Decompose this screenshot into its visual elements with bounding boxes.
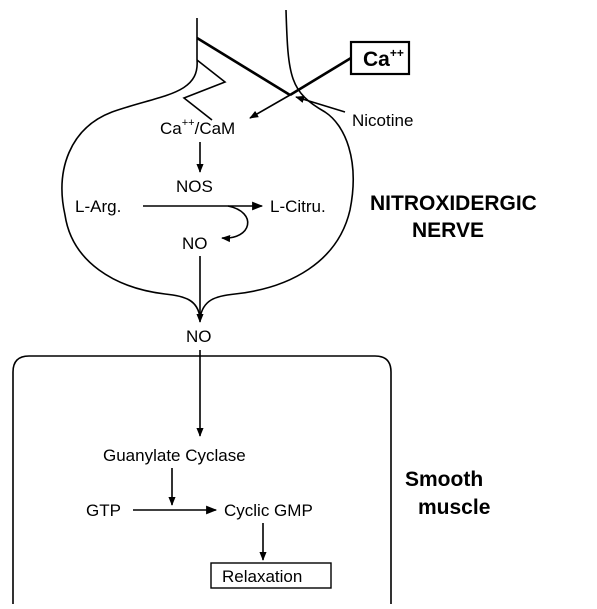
no-inside-label: NO	[182, 234, 208, 253]
depolarization-line	[196, 36, 291, 97]
l-arginine-label: L-Arg.	[75, 197, 121, 216]
l-citrulline-label: L-Citru.	[270, 197, 326, 216]
gtp-label: GTP	[86, 501, 121, 520]
nerve-title-line1: NITROXIDERGIC	[370, 192, 537, 215]
nicotine-label: Nicotine	[352, 111, 413, 130]
calcium-entry-line	[289, 56, 352, 97]
nerve-title-line2: NERVE	[412, 219, 484, 242]
ca-box-label: Ca++	[363, 46, 404, 71]
cyclic-gmp-label: Cyclic GMP	[224, 501, 313, 520]
relaxation-box	[210, 562, 332, 589]
nerve-terminal-outline	[61, 9, 354, 319]
action-potential-zigzag	[182, 59, 227, 121]
nicotine-arrow	[295, 95, 346, 113]
muscle-title-line1: Smooth	[405, 468, 483, 491]
muscle-title-line2: muscle	[418, 496, 490, 519]
no-branch-arrow	[221, 205, 249, 243]
ca-box	[349, 40, 411, 76]
no-cleft-label: NO	[186, 327, 212, 346]
smooth-muscle-cell-outline	[12, 355, 392, 604]
relaxation-label: Relaxation	[222, 567, 302, 586]
calcium-to-cam-arrow	[249, 94, 291, 119]
nos-label: NOS	[176, 177, 213, 196]
guanylate-cyclase-label: Guanylate Cyclase	[103, 446, 246, 465]
ca-cam-label: Ca++/CaM	[160, 117, 235, 138]
